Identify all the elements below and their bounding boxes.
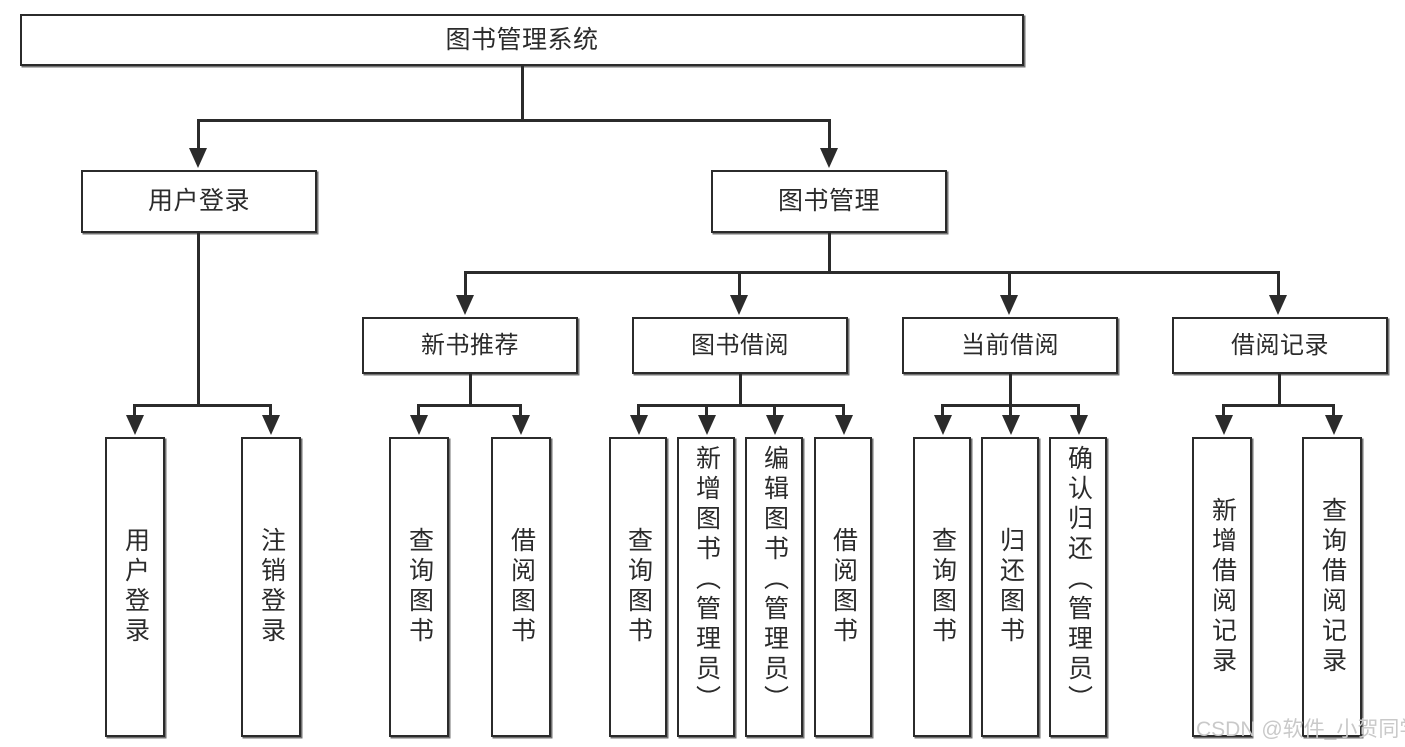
leaf-add-borrow-record[interactable]: 新增借阅记录: [1192, 437, 1252, 737]
node-book-management[interactable]: 图书管理: [711, 170, 947, 233]
edge-current-borrow-drop-1: [941, 404, 944, 418]
edge-new-book-drop-2: [519, 404, 522, 418]
arrowhead-leaf-edit-book: [766, 415, 784, 435]
arrowhead-leaf-logout: [262, 415, 280, 435]
edge-root-stem: [521, 66, 524, 119]
edge-borrow-record-drop-2: [1332, 404, 1335, 418]
arrowhead-borrow-record: [1269, 295, 1287, 315]
node-label: 查询图书: [624, 527, 653, 647]
edge-root-bus: [197, 119, 831, 122]
leaf-logout[interactable]: 注销登录: [241, 437, 301, 737]
edge-new-book-stem: [469, 374, 472, 407]
node-label: 编辑图书（管理员）: [760, 445, 789, 715]
leaf-edit-book-admin[interactable]: 编辑图书（管理员）: [745, 437, 803, 737]
node-user-login[interactable]: 用户登录: [81, 170, 317, 233]
edge-book-borrow-drop-3: [773, 404, 776, 418]
node-label: 图书管理: [777, 187, 880, 215]
leaf-add-book-admin[interactable]: 新增图书（管理员）: [677, 437, 735, 737]
leaf-user-login[interactable]: 用户登录: [105, 437, 165, 737]
edge-to-new-book: [464, 271, 467, 299]
edge-user-login-bus: [133, 404, 270, 407]
edge-user-login-drop-2: [269, 404, 272, 418]
arrowhead-leaf-confirm-return: [1070, 415, 1088, 435]
node-label: 借阅图书: [507, 527, 536, 647]
arrowhead-book-borrow: [730, 295, 748, 315]
leaf-borrow-book[interactable]: 借阅图书: [814, 437, 872, 737]
node-label: 新增借阅记录: [1208, 497, 1237, 677]
node-book-borrow[interactable]: 图书借阅: [632, 317, 848, 374]
edge-book-borrow-drop-2: [705, 404, 708, 418]
edge-borrow-record-stem: [1278, 374, 1281, 407]
edge-root-to-book-manage: [828, 119, 831, 150]
arrowhead-leaf-return-book: [1002, 415, 1020, 435]
edge-book-manage-bus: [464, 271, 1277, 274]
arrowhead-leaf-add-book: [698, 415, 716, 435]
node-root-system[interactable]: 图书管理系统: [20, 14, 1024, 66]
edge-to-current-borrow: [1008, 271, 1011, 299]
node-label: 当前借阅: [961, 331, 1059, 359]
node-label: 确认归还（管理员）: [1064, 445, 1093, 715]
arrowhead-leaf-query-book-1: [410, 415, 428, 435]
edge-user-login-drop-1: [133, 404, 136, 418]
edge-book-borrow-stem: [739, 374, 742, 407]
node-label: 查询借阅记录: [1318, 497, 1347, 677]
node-label: 新书推荐: [421, 331, 519, 359]
edge-book-borrow-bus: [637, 404, 845, 407]
node-new-book-recommend[interactable]: 新书推荐: [362, 317, 578, 374]
node-label: 图书借阅: [691, 331, 789, 359]
arrowhead-leaf-add-record: [1215, 415, 1233, 435]
arrowhead-leaf-query-record: [1325, 415, 1343, 435]
edge-user-login-stem: [197, 233, 200, 406]
edge-current-borrow-drop-2: [1009, 404, 1012, 418]
arrowhead-user-login: [189, 148, 207, 168]
edge-book-borrow-drop-4: [842, 404, 845, 418]
edge-book-borrow-drop-1: [637, 404, 640, 418]
edge-to-book-borrow: [738, 271, 741, 299]
arrowhead-leaf-borrow-book-1: [512, 415, 530, 435]
leaf-return-book[interactable]: 归还图书: [981, 437, 1039, 737]
node-label: 用户登录: [121, 527, 150, 647]
leaf-confirm-return-admin[interactable]: 确认归还（管理员）: [1049, 437, 1107, 737]
node-label: 注销登录: [257, 527, 286, 647]
edge-current-borrow-drop-3: [1077, 404, 1080, 418]
node-label: 借阅记录: [1231, 331, 1329, 359]
edge-book-manage-stem: [828, 233, 831, 273]
edge-new-book-drop-1: [417, 404, 420, 418]
arrowhead-book-manage: [820, 148, 838, 168]
edge-to-borrow-record: [1277, 271, 1280, 299]
arrowhead-current-borrow: [1000, 295, 1018, 315]
leaf-query-book-borrow[interactable]: 查询图书: [609, 437, 667, 737]
leaf-query-book-current[interactable]: 查询图书: [913, 437, 971, 737]
edge-borrow-record-bus: [1222, 404, 1335, 407]
arrowhead-leaf-user-login: [126, 415, 144, 435]
arrowhead-leaf-query-book-3: [934, 415, 952, 435]
node-label: 用户登录: [147, 187, 250, 215]
node-label: 图书管理系统: [445, 25, 599, 54]
arrowhead-leaf-query-book-2: [630, 415, 648, 435]
node-borrow-record[interactable]: 借阅记录: [1172, 317, 1388, 374]
edge-new-book-bus: [417, 404, 522, 407]
node-label: 查询图书: [405, 527, 434, 647]
node-label: 查询图书: [928, 527, 957, 647]
arrowhead-new-book: [456, 295, 474, 315]
node-label: 新增图书（管理员）: [692, 445, 721, 715]
node-label: 借阅图书: [829, 527, 858, 647]
leaf-query-borrow-record[interactable]: 查询借阅记录: [1302, 437, 1362, 737]
arrowhead-leaf-borrow-book-2: [835, 415, 853, 435]
edge-root-to-user-login: [197, 119, 200, 150]
leaf-query-book-recommend[interactable]: 查询图书: [389, 437, 449, 737]
leaf-borrow-book-recommend[interactable]: 借阅图书: [491, 437, 551, 737]
node-label: 归还图书: [996, 527, 1025, 647]
edge-borrow-record-drop-1: [1222, 404, 1225, 418]
node-current-borrow[interactable]: 当前借阅: [902, 317, 1118, 374]
csdn-watermark: CSDN @软件_小贺同学: [1196, 718, 1405, 741]
edge-current-borrow-stem: [1009, 374, 1012, 407]
